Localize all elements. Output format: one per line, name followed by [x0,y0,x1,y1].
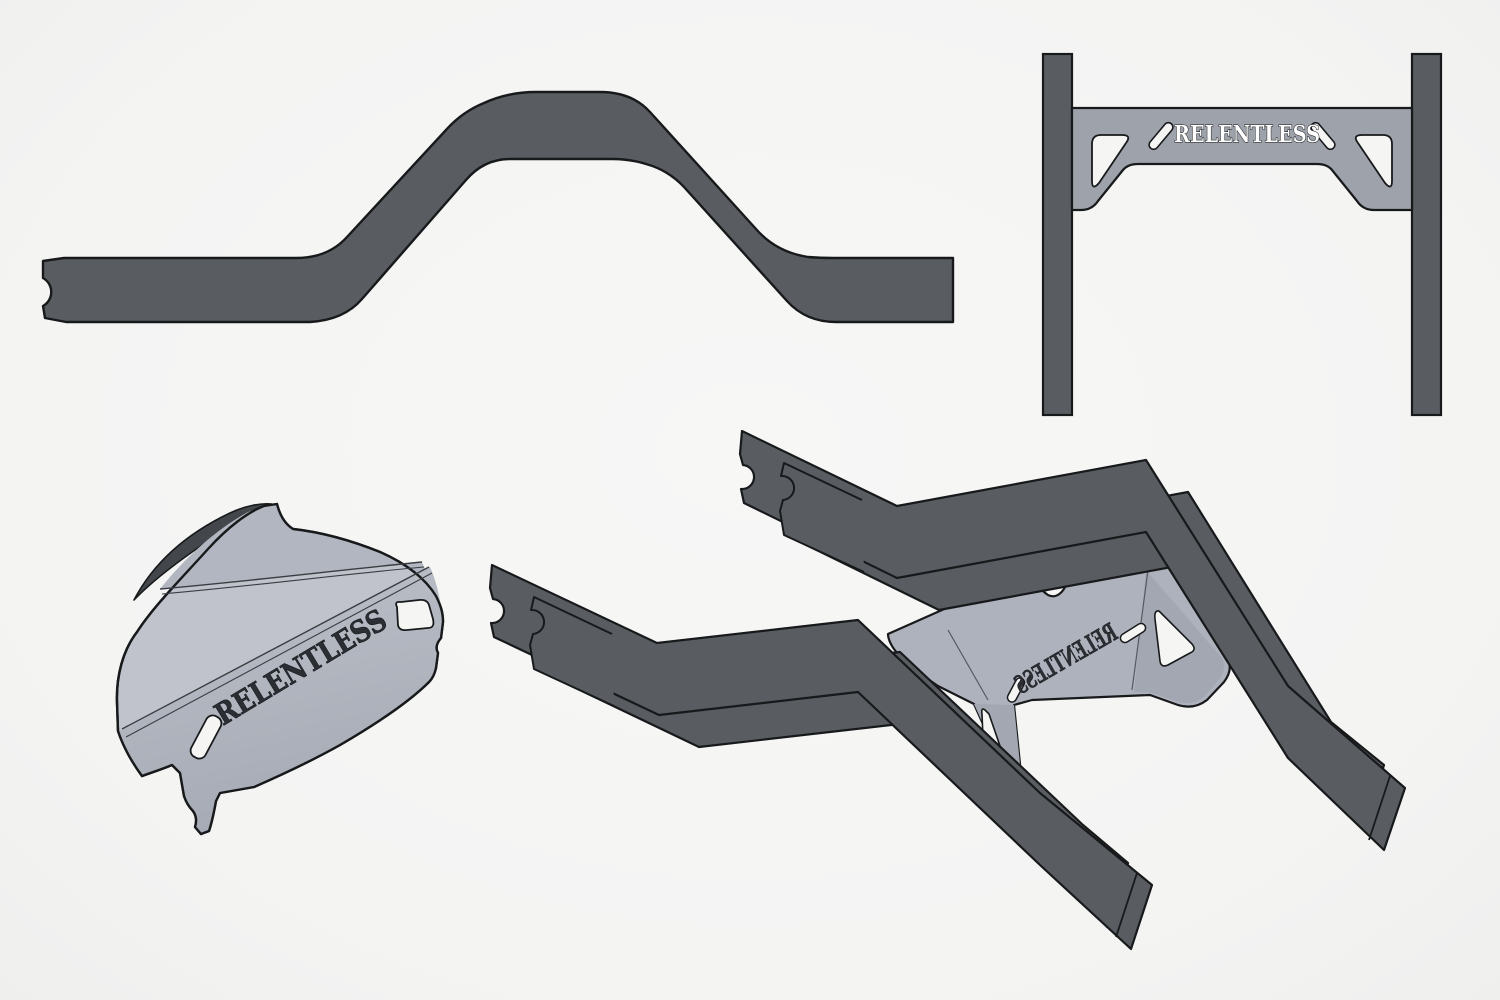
plate-3d-outline-restroke [115,502,445,836]
triangle-cutout-right [1354,134,1393,188]
front-rail-second-end-cut-line [1115,872,1138,938]
assembly-bend-line-left [947,629,989,701]
front-rail-inner-tip-fill [530,597,614,706]
slot-3d-bottom-left [189,714,223,760]
bend-line-upper-b [161,566,425,595]
front-rail-outer-plate [488,563,1154,951]
assembly-triangle-cutout-right [1154,610,1195,667]
assembly-slot-left [1006,677,1026,703]
assembly-back-rail [738,429,1407,852]
bend-line-lower-a [121,566,430,730]
bend-line-lower-b [125,572,433,738]
bend-line-upper-a [159,561,423,590]
back-rail-outer-plate [738,429,1407,852]
frame-rail-bar-right [1410,52,1443,417]
assembly-front-rail [488,563,1154,951]
triangle-cutout-left [1091,134,1130,188]
assembly-crossmember-plate: RELENTLESS [886,530,1231,774]
slanted-slot-right [1310,121,1336,151]
plate-3d-lower-facet [118,567,443,834]
logo-text-top-view: RELENTLESS [1174,121,1320,148]
rail-side-profile-shape [41,90,955,324]
back-rail-inner-tip-fill [780,463,864,572]
view-assembly: RELENTLESS [488,429,1407,951]
back-rail-inner-tip-edge [779,462,865,573]
front-rail-inner-tip-edge [529,596,615,707]
view-top-crossmember: RELENTLESS [1041,52,1443,417]
view-side-profile-rail [41,90,955,324]
slanted-slot-left [1148,121,1174,151]
slot-3d-right [395,598,435,632]
back-rail-second-end-cut-line [1368,775,1391,841]
frame-rail-bar-left [1041,52,1074,417]
assembly-slot-right [1119,622,1147,644]
view-plate-3d: RELENTLESS [115,502,445,836]
